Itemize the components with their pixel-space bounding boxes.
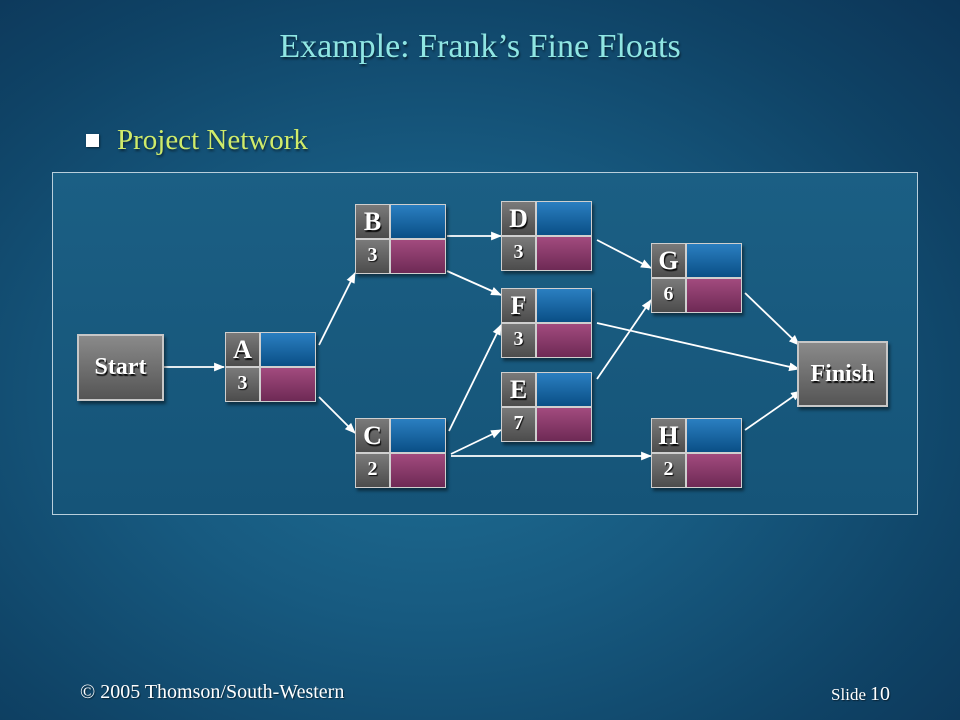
network-arrows: [164, 231, 802, 461]
activity-duration: 3: [501, 236, 536, 271]
activity-label: F: [501, 288, 536, 323]
arrow-e-to-g: [596, 299, 652, 380]
arrow-d-to-g: [596, 239, 652, 269]
start-label: Start: [94, 354, 147, 380]
early-times-cell: [536, 288, 592, 323]
arrow-c-to-e: [450, 429, 502, 455]
bullet-item: Project Network: [86, 124, 308, 157]
arrow-f-to-finish: [596, 322, 801, 372]
activity-e-node: E 7: [501, 372, 592, 442]
slide-number-value: 10: [870, 683, 890, 705]
early-times-cell: [260, 332, 316, 367]
activity-label: G: [651, 243, 686, 278]
activity-h-node: H 2: [651, 418, 742, 488]
arrow-a-to-c: [318, 396, 356, 434]
early-times-cell: [536, 372, 592, 407]
activity-d-node: D 3: [501, 201, 592, 271]
activity-label: E: [501, 372, 536, 407]
late-times-cell: [536, 236, 592, 271]
arrow-a-to-b: [318, 272, 356, 346]
start-node: Start: [77, 334, 164, 401]
activity-c-node: C 2: [355, 418, 446, 488]
activity-label: H: [651, 418, 686, 453]
slide-number: Slide 10: [831, 683, 890, 706]
copyright-text: © 2005 Thomson/South-Western: [80, 681, 345, 703]
activity-duration: 3: [355, 239, 390, 274]
square-bullet-icon: [86, 134, 99, 147]
activity-label: B: [355, 204, 390, 239]
activity-duration: 7: [501, 407, 536, 442]
bullet-text: Project Network: [117, 124, 308, 156]
activity-label: D: [501, 201, 536, 236]
activity-label: C: [355, 418, 390, 453]
early-times-cell: [390, 204, 446, 239]
late-times-cell: [390, 239, 446, 274]
arrow-g-to-finish: [744, 292, 800, 346]
activity-duration: 3: [225, 367, 260, 402]
early-times-cell: [390, 418, 446, 453]
activity-f-node: F 3: [501, 288, 592, 358]
activity-g-node: G 6: [651, 243, 742, 313]
activity-duration: 2: [355, 453, 390, 488]
activity-b-node: B 3: [355, 204, 446, 274]
arrow-b-to-f: [446, 270, 503, 296]
late-times-cell: [260, 367, 316, 402]
finish-node: Finish: [797, 341, 888, 407]
activity-duration: 6: [651, 278, 686, 313]
slide-title: Example: Frank’s Fine Floats: [279, 28, 681, 65]
activity-duration: 2: [651, 453, 686, 488]
late-times-cell: [536, 407, 592, 442]
late-times-cell: [686, 278, 742, 313]
late-times-cell: [390, 453, 446, 488]
early-times-cell: [686, 243, 742, 278]
arrow-h-to-finish: [744, 390, 802, 431]
project-network-diagram: Start Finish A 3 B 3 C 2 D 3 E 7 F 3: [52, 172, 918, 515]
early-times-cell: [686, 418, 742, 453]
slide-word: Slide: [831, 685, 866, 704]
late-times-cell: [536, 323, 592, 358]
early-times-cell: [536, 201, 592, 236]
activity-duration: 3: [501, 323, 536, 358]
late-times-cell: [686, 453, 742, 488]
arrow-c-to-f: [448, 324, 502, 432]
finish-label: Finish: [810, 361, 875, 387]
activity-label: A: [225, 332, 260, 367]
activity-a-node: A 3: [225, 332, 316, 402]
